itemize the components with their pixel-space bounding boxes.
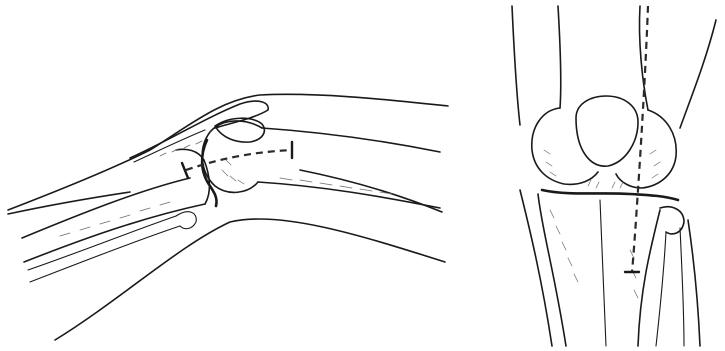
femur-shaft-upper: [262, 128, 440, 152]
lateral-knee-view: [0, 0, 455, 351]
patellar-tendon: [134, 130, 205, 162]
fibula-shaft-right: [680, 228, 684, 346]
fibula-lower: [30, 226, 180, 282]
fibula-shaft-left: [656, 232, 666, 346]
bone-shading-left: [60, 141, 392, 236]
medial-femoral-condyle: [532, 108, 598, 184]
joint-line: [542, 190, 678, 200]
fibula-upper: [28, 216, 176, 270]
lateral-knee-drawing: [0, 0, 455, 351]
thigh-right-outline: [680, 20, 716, 128]
calf-lower-outline: [55, 219, 445, 340]
femur-shaft-lower: [258, 182, 440, 208]
tibia-left-edge: [538, 194, 566, 346]
bone-shading-right: [544, 150, 660, 298]
leg-left-outline: [520, 190, 552, 346]
anterior-knee-view: [480, 0, 725, 351]
joint-line: [202, 140, 216, 206]
lateral-femoral-condyle: [616, 110, 676, 188]
leg-right-outline: [688, 220, 700, 346]
tibia-right-edge: [638, 210, 660, 346]
femur-shaft-left: [558, 6, 561, 108]
patella: [576, 96, 638, 166]
anterior-knee-drawing: [480, 0, 725, 351]
tibial-crest: [600, 200, 606, 346]
tibia-upper: [22, 178, 190, 238]
thigh-left-outline: [512, 6, 520, 125]
